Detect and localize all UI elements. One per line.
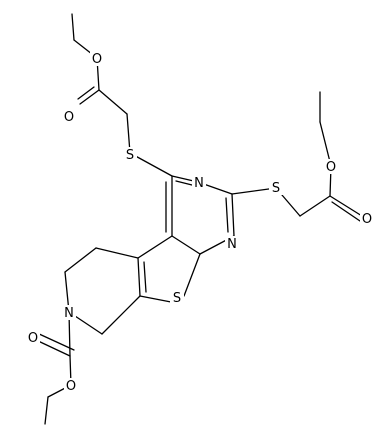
bond (299, 195, 331, 217)
bond (171, 235, 201, 255)
bond (64, 247, 97, 273)
oxygen-atom-carbonyl-bottom: O (26, 330, 40, 346)
bond (231, 187, 277, 195)
bond (98, 89, 128, 115)
nitrogen-atom-piperidine: N (62, 305, 76, 321)
bond (329, 195, 363, 217)
nitrogen-atom-upper: N (192, 175, 206, 191)
svg-text:S: S (126, 148, 134, 163)
atom-labels: S S S N N N O O (26, 51, 374, 394)
svg-text:N: N (227, 237, 237, 252)
bond (101, 295, 141, 335)
bond (44, 396, 49, 425)
oxygen-atom-ester-bottom: O (64, 378, 78, 394)
bond (183, 253, 201, 297)
bond (35, 339, 71, 357)
bond (71, 13, 75, 41)
bond (143, 261, 147, 293)
bond (137, 235, 173, 259)
bond (126, 113, 131, 154)
svg-text:S: S (173, 291, 181, 306)
sulfur-atom-right: S (269, 180, 283, 196)
oxygen-atom-carbonyl-upper-left: O (62, 109, 76, 125)
svg-text:O: O (362, 212, 372, 227)
bond (36, 332, 75, 351)
svg-text:O: O (66, 379, 76, 394)
bond (319, 121, 332, 167)
bond (137, 257, 141, 297)
bond (231, 193, 235, 237)
bond (225, 197, 229, 233)
svg-text:O: O (92, 52, 102, 67)
oxygen-atom-carbonyl-right: O (360, 211, 374, 227)
bond (77, 86, 95, 100)
nitrogen-atom-lower: N (225, 236, 239, 252)
svg-text:N: N (194, 176, 204, 191)
svg-text:O: O (64, 110, 74, 125)
svg-text:N: N (64, 306, 74, 321)
svg-text:O: O (326, 160, 336, 175)
sulfur-atom-thiophene: S (170, 290, 184, 306)
bond (331, 201, 361, 222)
bond (139, 295, 172, 303)
bond (95, 247, 139, 259)
bond (79, 89, 100, 105)
svg-text:O: O (28, 331, 38, 346)
sulfur-atom-upper: S (123, 147, 137, 163)
bonds (35, 13, 363, 425)
svg-text:S: S (272, 181, 280, 196)
oxygen-atom-ester-right: O (324, 159, 338, 175)
oxygen-atom-ester-upper-left: O (90, 51, 104, 67)
